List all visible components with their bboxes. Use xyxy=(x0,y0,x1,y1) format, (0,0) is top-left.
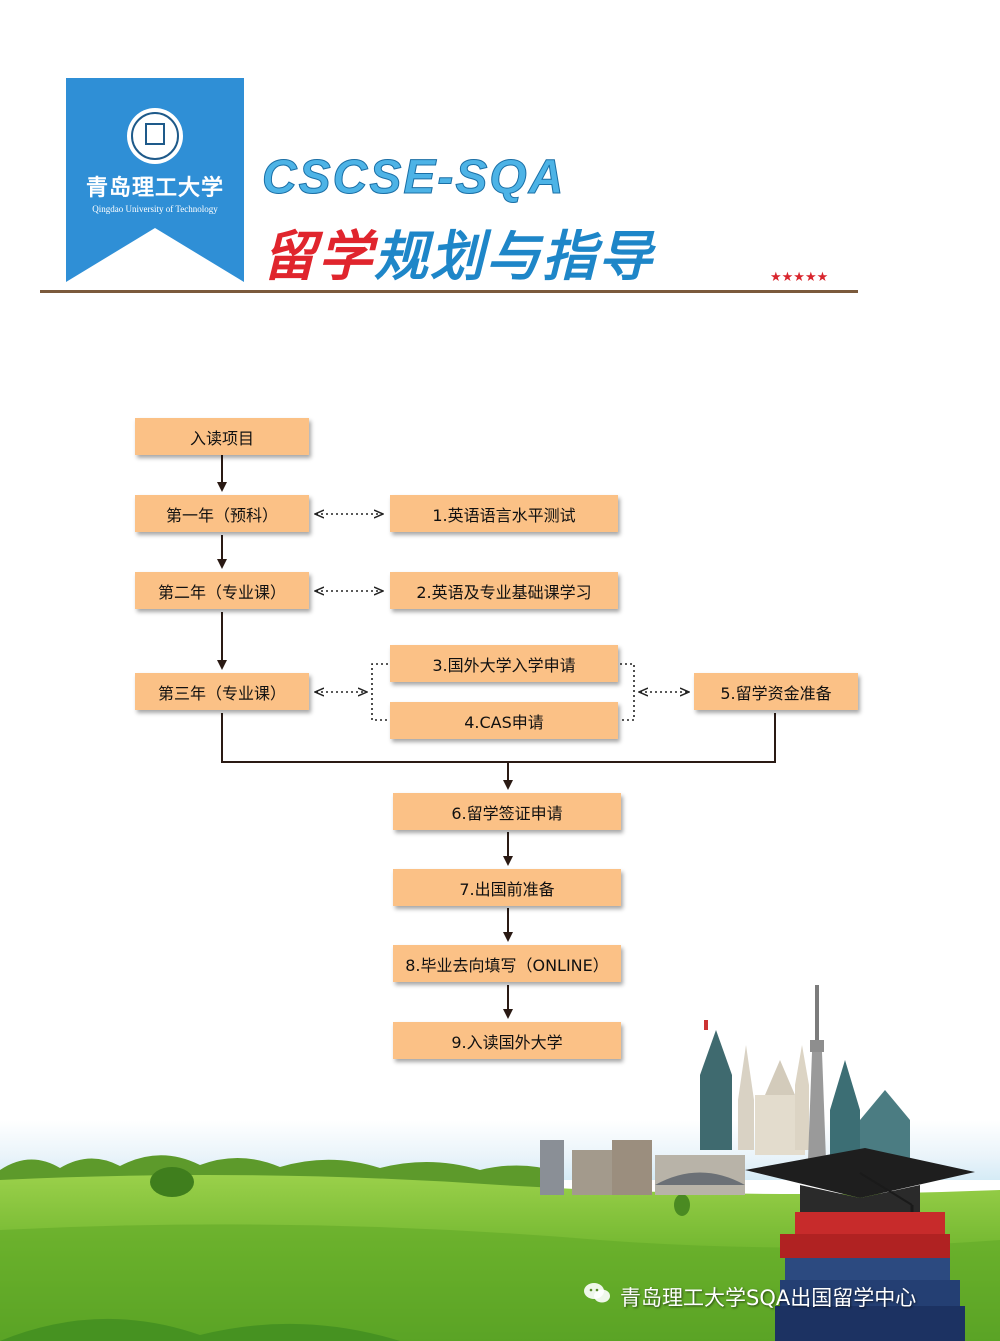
logo-english-name: Qingdao University of Technology xyxy=(92,204,218,214)
logo-chinese-name: 青岛理工大学 xyxy=(85,175,224,201)
footer-watermark: 青岛理工大学SQA出国留学中心 xyxy=(620,1286,917,1310)
box-enrollment-program: 入读项目 xyxy=(135,418,309,455)
university-logo-text: 青岛理工大学 Qingdao University of Technology xyxy=(80,170,230,214)
university-banner xyxy=(66,78,244,282)
bracket-right xyxy=(620,663,635,721)
box-year1: 第一年（预科） xyxy=(135,495,309,532)
merge-line xyxy=(221,713,776,763)
star-rating-icon: ★★★★★ xyxy=(770,270,829,285)
box-step7: 7.出国前准备 xyxy=(393,869,621,906)
title-cscse-sqa: CSCSE-SQA xyxy=(261,151,566,205)
box-step5: 5.留学资金准备 xyxy=(694,673,858,710)
box-step4: 4.CAS申请 xyxy=(390,702,618,739)
title-blue-part: 规划与指导 xyxy=(374,225,654,288)
box-step8: 8.毕业去向填写（ONLINE） xyxy=(393,945,621,982)
box-step3: 3.国外大学入学申请 xyxy=(390,645,618,682)
box-step1: 1.英语语言水平测试 xyxy=(390,495,618,532)
wechat-icon xyxy=(584,1283,610,1303)
bracket-left xyxy=(371,663,388,721)
box-step6: 6.留学签证申请 xyxy=(393,793,621,830)
box-step9: 9.入读国外大学 xyxy=(393,1022,621,1059)
title-study-abroad-planning: 留学规划与指导 xyxy=(262,212,654,291)
box-year3: 第三年（专业课） xyxy=(135,673,309,710)
box-step2: 2.英语及专业基础课学习 xyxy=(390,572,618,609)
header-divider xyxy=(40,290,858,293)
title-red-part: 留学 xyxy=(262,225,374,288)
box-year2: 第二年（专业课） xyxy=(135,572,309,609)
